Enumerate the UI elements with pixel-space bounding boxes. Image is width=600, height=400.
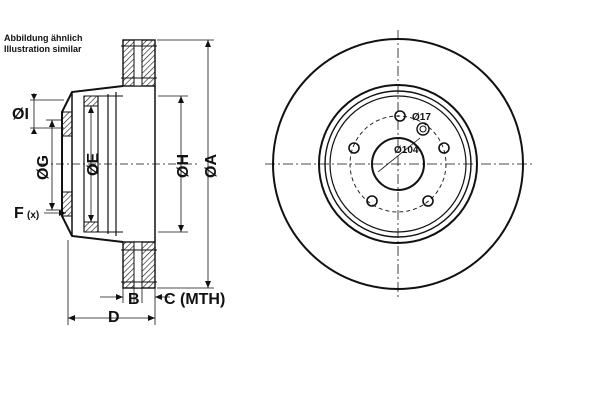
dim-B-C <box>100 288 170 303</box>
label-B: B <box>128 291 140 308</box>
dim-H <box>158 95 188 233</box>
dim-A <box>157 39 214 289</box>
bolt-hole <box>422 195 434 207</box>
bolt-hole <box>438 142 450 154</box>
label-A: ØA <box>203 154 220 178</box>
label-H: ØH <box>175 154 192 178</box>
label-C: C (MTH) <box>164 291 225 308</box>
label-D: D <box>108 309 120 326</box>
dim-F <box>44 210 66 216</box>
label-I: ØI <box>12 106 29 123</box>
friction-ring-top <box>121 39 157 87</box>
front-view: Ø17 Ø104 <box>265 30 532 298</box>
note-illustration-de: Abbildung ähnlich <box>4 33 83 43</box>
label-F-sub: (x) <box>27 210 39 221</box>
dim-I <box>30 93 64 134</box>
bolt-hole <box>394 110 406 122</box>
side-section-view: ØI ØG ØE ØH <box>12 39 225 326</box>
locating-hole-inner <box>419 125 427 133</box>
friction-ring-bottom <box>121 241 157 289</box>
locating-hole <box>416 122 430 136</box>
note-illustration-en: Illustration similar <box>4 44 82 54</box>
bore-label: Ø104 <box>394 145 419 156</box>
bolt-hole-label: Ø17 <box>412 112 431 123</box>
dim-D <box>67 240 156 325</box>
bolt-hole <box>366 195 378 207</box>
dim-G <box>46 119 62 211</box>
bolt-hole <box>348 142 360 154</box>
label-G: ØG <box>35 155 52 180</box>
label-F: F <box>14 205 24 222</box>
dim-E <box>88 106 94 222</box>
label-E: ØE <box>85 153 102 176</box>
